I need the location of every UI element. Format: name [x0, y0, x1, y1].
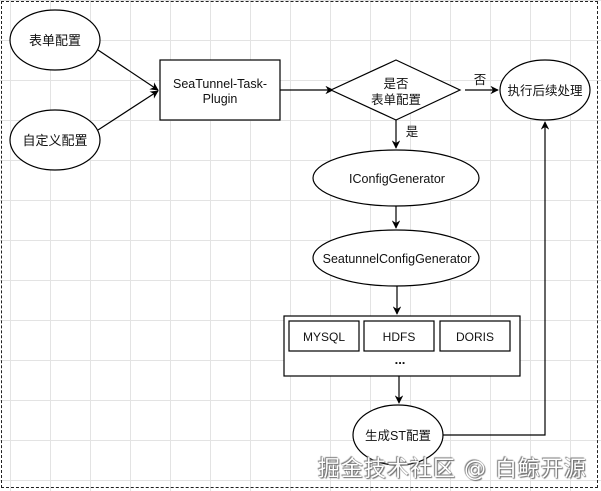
edge-yes-label: 是 [406, 125, 419, 139]
edge-form-to-plugin [97, 49, 159, 91]
edge-no-label: 否 [474, 73, 487, 87]
datasource-mysql-label: MYSQL [303, 330, 345, 344]
node-iconfig-label: IConfigGenerator [349, 172, 445, 186]
node-form-config-label: 表单配置 [29, 33, 81, 48]
watermark: 掘金技术社区 @ 白鲸开源 [318, 457, 587, 482]
node-decision-label-line1: 是否 [383, 77, 408, 91]
edge-generate-to-post [443, 121, 550, 436]
node-custom-config[interactable]: 自定义配置 [9, 109, 101, 171]
node-iconfig-generator[interactable]: IConfigGenerator [312, 149, 480, 207]
datasource-more-ellipsis: ... [395, 352, 406, 367]
datasource-hdfs[interactable]: HDFS [363, 320, 435, 352]
node-decision[interactable]: 是否 表单配置 [329, 59, 462, 121]
node-form-config[interactable]: 表单配置 [9, 9, 101, 71]
node-plugin-label-line1: SeaTunnel-Task- [173, 77, 267, 91]
edge-custom-to-plugin [97, 90, 159, 131]
node-post-process-label: 执行后续处理 [507, 84, 583, 98]
datasource-hdfs-label: HDFS [383, 330, 416, 344]
node-generate-st-config[interactable]: 生成ST配置 [352, 404, 444, 466]
node-plugin-label-line2: Plugin [203, 92, 238, 106]
node-generate-st-label: 生成ST配置 [365, 429, 431, 443]
datasource-doris-label: DORIS [456, 330, 494, 344]
node-plugin[interactable]: SeaTunnel-Task- Plugin [159, 59, 281, 121]
node-datasources-group[interactable]: MYSQL HDFS DORIS ... [283, 315, 521, 377]
datasource-mysql[interactable]: MYSQL [288, 320, 360, 352]
node-custom-config-label: 自定义配置 [22, 133, 87, 148]
datasource-doris[interactable]: DORIS [439, 320, 511, 352]
node-seatunnel-config-generator[interactable]: SeatunnelConfigGenerator [312, 229, 480, 287]
node-decision-label-line2: 表单配置 [371, 93, 421, 107]
node-seatunnel-config-label: SeatunnelConfigGenerator [323, 252, 472, 266]
node-post-process[interactable]: 执行后续处理 [499, 59, 591, 121]
